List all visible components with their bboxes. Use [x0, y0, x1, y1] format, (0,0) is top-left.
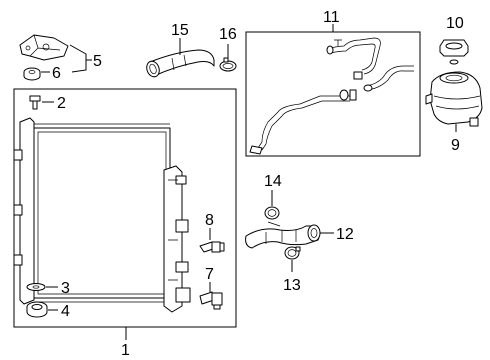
radiator-part [13, 117, 191, 313]
hose-clamp-upper-part [264, 206, 280, 220]
lower-hose-part [245, 221, 321, 249]
insulator-part [23, 67, 41, 81]
callout-5: 5 [93, 53, 102, 70]
sensor-part [199, 241, 225, 253]
callout-4: 4 [61, 303, 70, 320]
reservoir-cap-part [439, 39, 469, 65]
callout-11: 11 [323, 9, 340, 26]
callout-10: 10 [446, 15, 464, 32]
callout-8: 8 [205, 212, 214, 229]
bracket-callout [69, 44, 92, 73]
callout-2: 2 [57, 95, 66, 112]
callout-9: 9 [451, 137, 460, 154]
bolt-part [29, 95, 41, 110]
callout-15: 15 [171, 22, 189, 39]
upper-hose-part [146, 49, 215, 78]
callout-16: 16 [219, 26, 237, 43]
callout-12: 12 [336, 226, 354, 243]
drain-valve-part [199, 291, 223, 310]
callout-6: 6 [52, 65, 61, 82]
callout-13: 13 [283, 277, 301, 294]
hose-clamp-lower-part [284, 246, 301, 260]
overflow-hose-part [249, 37, 414, 155]
bracket-part [19, 34, 69, 61]
callout-3: 3 [61, 280, 70, 297]
callout-14: 14 [264, 173, 282, 190]
callout-1: 1 [121, 342, 130, 359]
lower-insulator-part [26, 283, 46, 291]
coolant-reservoir-part [425, 71, 483, 127]
mount-part [26, 301, 48, 318]
callout-7: 7 [205, 266, 214, 283]
